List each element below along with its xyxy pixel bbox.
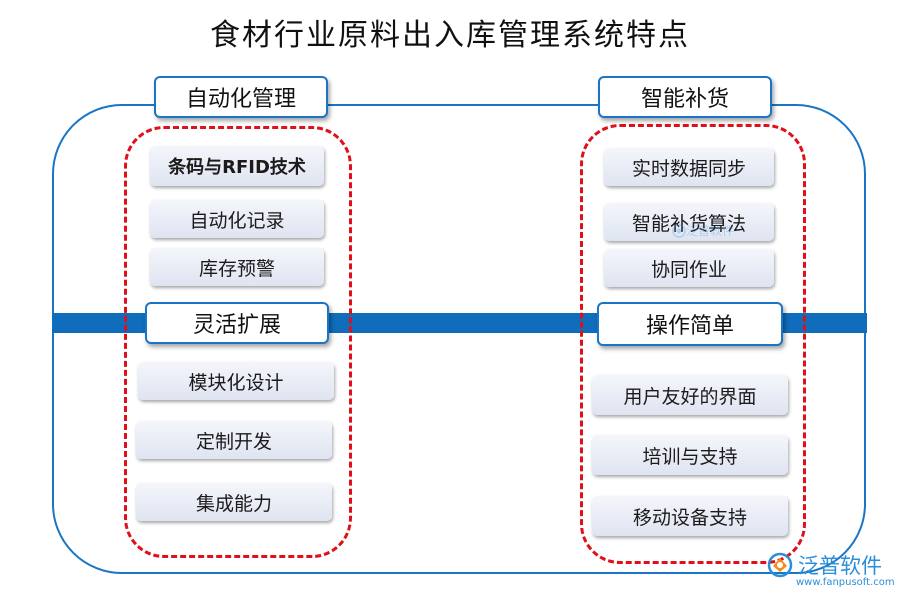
item-custom-dev: 定制开发 — [136, 421, 332, 459]
item-friendly-ui: 用户友好的界面 — [592, 375, 788, 415]
item-integration: 集成能力 — [136, 483, 332, 521]
item-training-support: 培训与支持 — [592, 435, 788, 475]
item-mobile-support: 移动设备支持 — [592, 496, 788, 536]
watermark: 泛普软件 — [672, 222, 734, 239]
right-dashed-group — [580, 124, 806, 564]
brand-name: 泛普软件 — [798, 554, 882, 578]
brand-logo: 泛普软件 — [766, 550, 882, 580]
watermark-logo-icon — [672, 223, 686, 238]
item-barcode-rfid: 条码与RFID技术 — [150, 146, 324, 186]
fanpu-logo-icon — [767, 552, 793, 578]
left-dashed-group — [124, 126, 352, 558]
item-stock-alert: 库存预警 — [150, 248, 324, 286]
item-auto-record: 自动化记录 — [150, 200, 324, 238]
item-collaboration: 协同作业 — [604, 249, 774, 287]
header-automation: 自动化管理 — [154, 76, 328, 118]
item-realtime-sync: 实时数据同步 — [604, 148, 774, 186]
item-smart-algorithm: 智能补货算法 — [604, 203, 774, 241]
page-title: 食材行业原料出入库管理系统特点 — [210, 18, 690, 53]
item-modular-design: 模块化设计 — [138, 362, 334, 400]
header-smart-replenish: 智能补货 — [598, 76, 772, 118]
header-easy-operation: 操作简单 — [597, 302, 783, 346]
outer-frame — [52, 104, 866, 574]
header-flexible: 灵活扩展 — [145, 302, 329, 344]
brand-url: www.fanpusoft.com — [796, 577, 895, 588]
header-automation-label: 自动化管理 — [185, 87, 296, 112]
